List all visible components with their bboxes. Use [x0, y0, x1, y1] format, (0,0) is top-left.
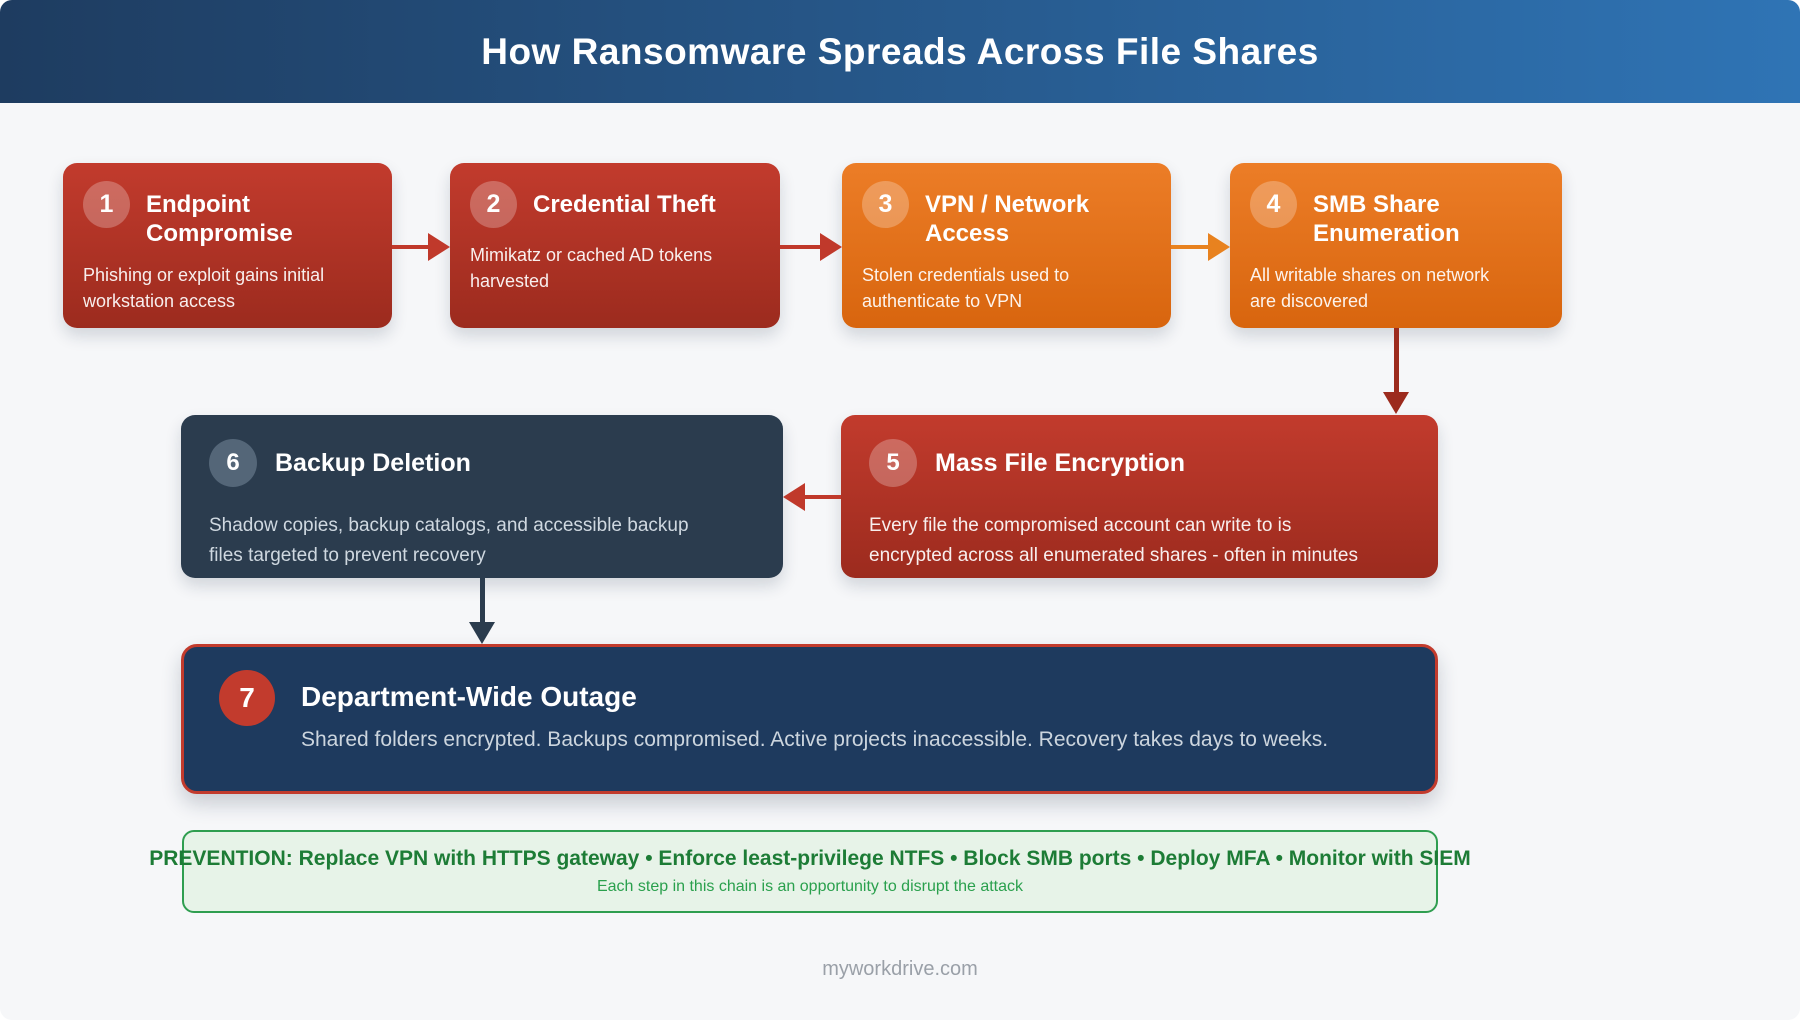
arrow-step6-to-step7-icon — [469, 578, 495, 644]
step-card-header: 4 SMB Share Enumeration — [1250, 181, 1542, 248]
step-card-smb-share-enumeration: 4 SMB Share Enumeration All writable sha… — [1230, 163, 1562, 328]
step-card-header: 1 Endpoint Compromise — [83, 181, 372, 248]
step-card-backup-deletion: 6 Backup Deletion Shadow copies, backup … — [181, 415, 783, 578]
step-description: All writable shares on network are disco… — [1250, 265, 1490, 311]
step-card-header: 6 Backup Deletion — [209, 439, 755, 487]
prevention-main-text: PREVENTION: Replace VPN with HTTPS gatew… — [149, 847, 1471, 870]
arrow-shaft — [392, 245, 430, 249]
arrow-step4-to-step5-icon — [1383, 328, 1409, 414]
step-card-mass-file-encryption: 5 Mass File Encryption Every file the co… — [841, 415, 1438, 578]
step-title: VPN / Network Access — [925, 191, 1090, 247]
step-description: Phishing or exploit gains initial workst… — [83, 265, 325, 311]
arrow-shaft — [780, 245, 822, 249]
step-description: Shadow copies, backup catalogs, and acce… — [209, 515, 689, 566]
step-card-header: 7 Department-Wide Outage Shared folders … — [219, 670, 1400, 754]
step-card-header: 2 Credential Theft — [470, 181, 760, 228]
step-title: SMB Share Enumeration — [1313, 191, 1460, 247]
step-number-badge: 1 — [83, 181, 130, 228]
step-card-header: 3 VPN / Network Access — [862, 181, 1151, 248]
arrow-step2-to-step3-icon — [780, 233, 842, 261]
step-number-badge: 3 — [862, 181, 909, 228]
arrow-shaft — [1171, 245, 1210, 249]
arrow-head — [783, 483, 805, 511]
step-description: Stolen credentials used to authenticate … — [862, 265, 1070, 311]
arrow-step3-to-step4-icon — [1171, 233, 1230, 261]
step-title: Mass File Encryption — [935, 448, 1186, 477]
step-number-badge: 6 — [209, 439, 257, 487]
step-description: Mimikatz or cached AD tokens harvested — [470, 245, 713, 291]
footer-site-text: myworkdrive.com — [822, 958, 978, 980]
arrow-head — [1383, 392, 1409, 414]
step-number-badge: 5 — [869, 439, 917, 487]
step-number-badge: 7 — [219, 670, 275, 726]
step-card-endpoint-compromise: 1 Endpoint Compromise Phishing or exploi… — [63, 163, 392, 328]
step-card-text-column: Department-Wide Outage Shared folders en… — [301, 670, 1328, 754]
arrow-shaft — [803, 495, 841, 499]
arrow-head — [428, 233, 450, 261]
step-card-department-wide-outage: 7 Department-Wide Outage Shared folders … — [181, 644, 1438, 794]
page-title: How Ransomware Spreads Across File Share… — [481, 30, 1319, 72]
arrow-head — [469, 622, 495, 644]
step-number-badge: 2 — [470, 181, 517, 228]
arrow-step5-to-step6-icon — [783, 483, 841, 511]
step-card-header: 5 Mass File Encryption — [869, 439, 1410, 487]
step-number-badge: 4 — [1250, 181, 1297, 228]
step-title: Backup Deletion — [275, 448, 471, 477]
step-title: Department-Wide Outage — [301, 681, 637, 712]
step-card-credential-theft: 2 Credential Theft Mimikatz or cached AD… — [450, 163, 780, 328]
step-title: Endpoint Compromise — [146, 191, 293, 247]
header-band: How Ransomware Spreads Across File Share… — [0, 0, 1800, 103]
step-card-vpn-network-access: 3 VPN / Network Access Stolen credential… — [842, 163, 1171, 328]
step-title: Credential Theft — [533, 191, 716, 218]
arrow-shaft — [1394, 328, 1399, 394]
prevention-sub-text: Each step in this chain is an opportunit… — [596, 878, 1024, 895]
step-description: Every file the compromised account can w… — [869, 515, 1358, 566]
arrow-head — [1208, 233, 1230, 261]
arrow-shaft — [480, 578, 485, 624]
step-description: Shared folders encrypted. Backups compro… — [301, 728, 1329, 751]
arrow-head — [820, 233, 842, 261]
prevention-callout: PREVENTION: Replace VPN with HTTPS gatew… — [149, 830, 1471, 913]
arrow-step1-to-step2-icon — [392, 233, 450, 261]
